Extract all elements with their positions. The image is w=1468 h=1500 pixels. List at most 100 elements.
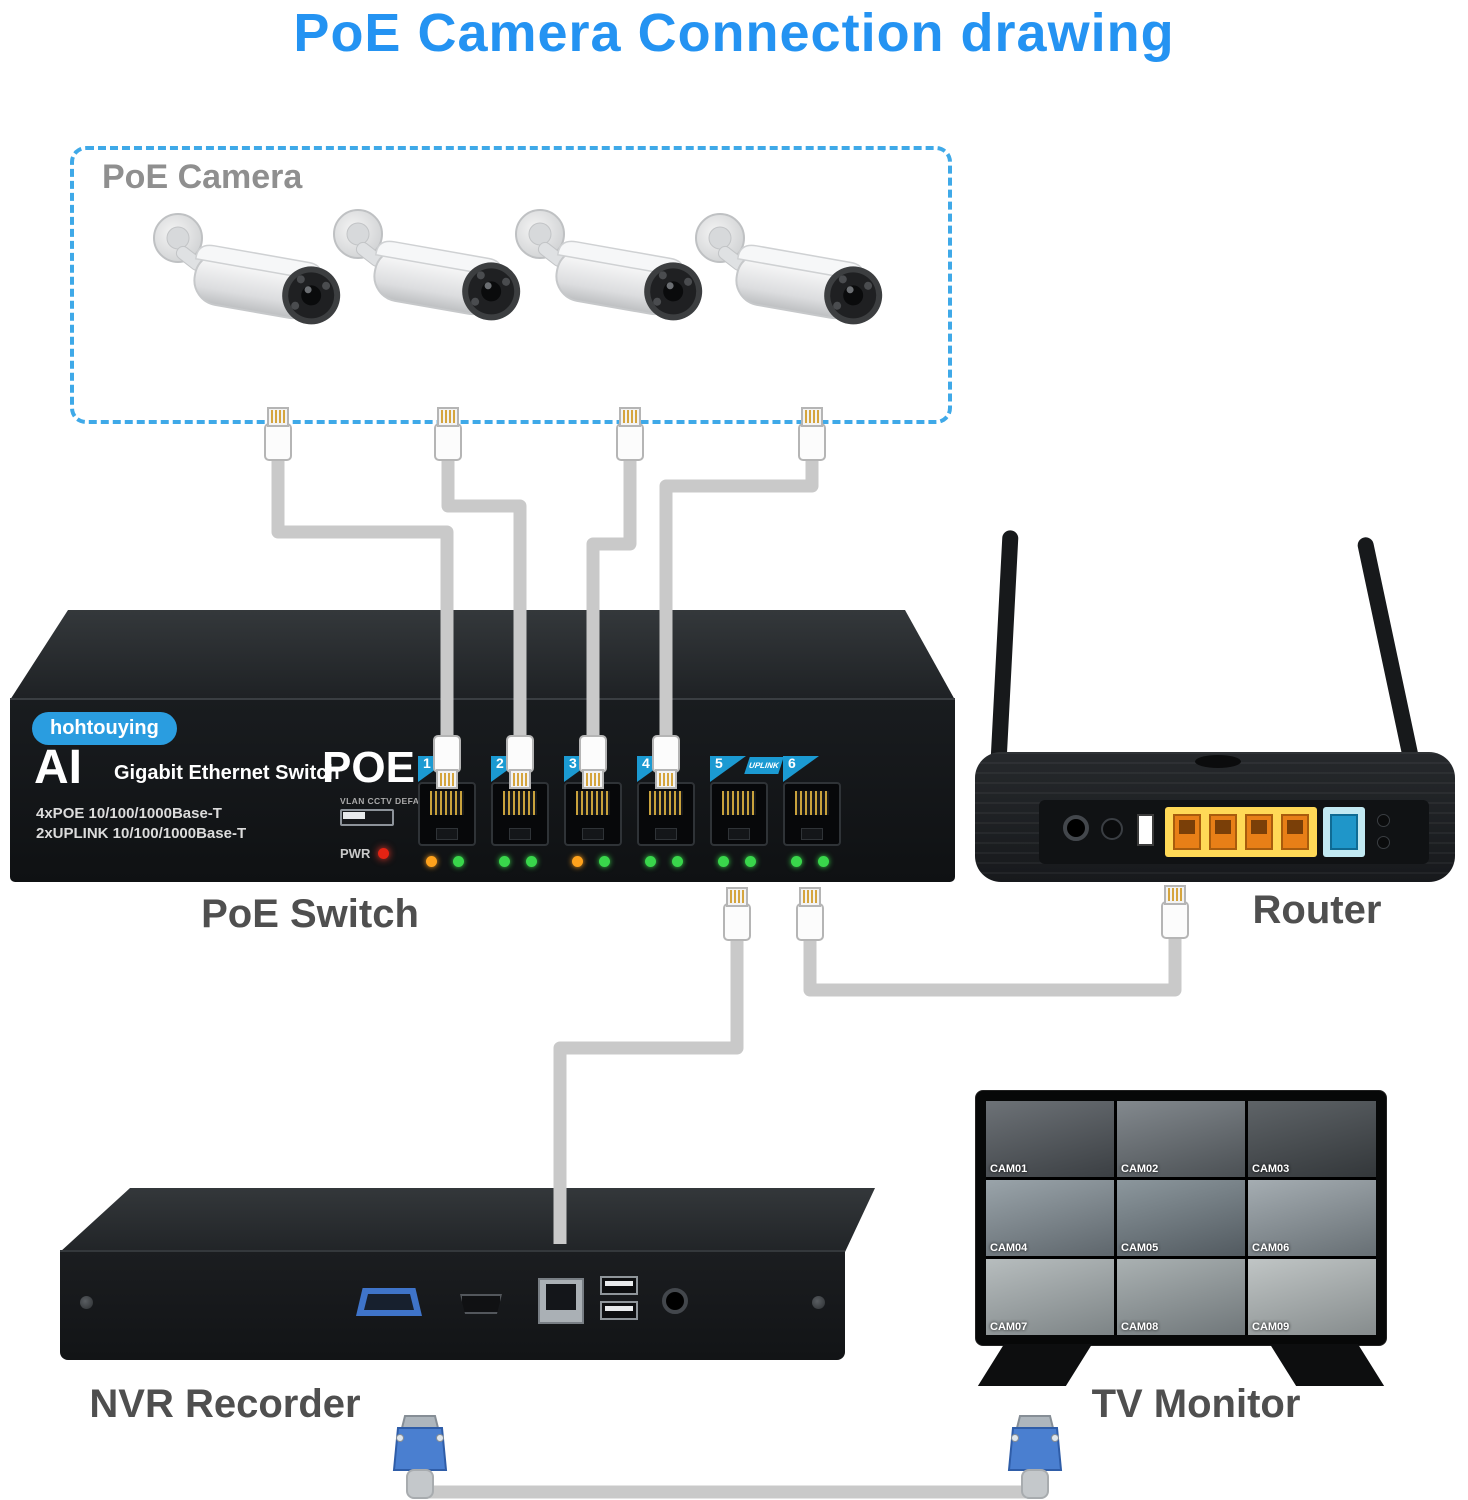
- rj45-jack: [491, 782, 549, 846]
- vga-cable: [413, 1470, 1042, 1499]
- router-antenna-left: [990, 529, 1019, 773]
- switch-name-ai: AI: [34, 741, 82, 794]
- rj45-connector: [723, 887, 751, 941]
- camera-tile: CAM01: [986, 1101, 1114, 1177]
- power-indicator: PWR: [340, 846, 390, 861]
- camera-tile-label: CAM04: [990, 1242, 1028, 1254]
- ethernet-port-1: 1: [418, 754, 476, 872]
- nvr-caption: NVR Recorder: [89, 1382, 361, 1426]
- ethernet-port-6: 6: [783, 754, 841, 872]
- rj45-jack: [418, 782, 476, 846]
- router-wan-port: [1330, 814, 1358, 850]
- camera-tile-label: CAM07: [990, 1321, 1028, 1333]
- camera-tile-label: CAM05: [1121, 1242, 1159, 1254]
- screw-icon: [80, 1296, 93, 1309]
- router: [960, 520, 1468, 890]
- tv-stand-foot: [1269, 1344, 1385, 1386]
- nvr-rear-panel: [60, 1250, 845, 1360]
- switch-specs: 4xPOE 10/100/1000Base-T 2xUPLINK 10/100/…: [36, 804, 246, 844]
- tv-stand-foot: [977, 1344, 1093, 1386]
- port-leds: [791, 856, 829, 867]
- camera-tile-label: CAM03: [1252, 1163, 1290, 1175]
- port-leds: [426, 856, 464, 867]
- nvr-power-jack: [662, 1288, 688, 1314]
- rj45-connector: [796, 887, 824, 941]
- port-leds: [499, 856, 537, 867]
- port-number-flag: 3: [564, 756, 600, 782]
- poe-switch-top-face: [10, 610, 955, 700]
- tv-frame: CAM01 CAM02 CAM03 CAM04 CAM05 CAM06 CAM0…: [975, 1090, 1387, 1346]
- spec-line-2: 2xUPLINK 10/100/1000Base-T: [36, 825, 247, 842]
- router-usb-port: [1137, 814, 1154, 846]
- spec-line-1: 4xPOE 10/100/1000Base-T: [36, 805, 222, 822]
- switch-name-type: Gigabit Ethernet Switch: [114, 762, 340, 784]
- camera-tile: CAM04: [986, 1180, 1114, 1256]
- router-rear-panel: [1039, 800, 1429, 864]
- router-lan-port-2: [1209, 814, 1237, 850]
- ethernet-port-2: 2: [491, 754, 549, 872]
- router-lan-port-3: [1245, 814, 1273, 850]
- nvr-recorder: [55, 1186, 877, 1364]
- port-number-flag: 2: [491, 756, 527, 782]
- poe-switch-front-panel: hohtouying AI Gigabit Ethernet Switch PO…: [10, 698, 955, 882]
- camera-tile: CAM05: [1117, 1180, 1245, 1256]
- screw-icon: [812, 1296, 825, 1309]
- switch-name-poe: POE: [322, 743, 415, 792]
- rj45-connector: [1161, 885, 1189, 939]
- port-leds: [572, 856, 610, 867]
- port-leds: [718, 856, 756, 867]
- camera-tile-label: CAM02: [1121, 1163, 1159, 1175]
- camera-tile-label: CAM08: [1121, 1321, 1159, 1333]
- camera-tile: CAM03: [1248, 1101, 1376, 1177]
- uplink-label: UPLINK: [744, 757, 784, 774]
- camera-tile: CAM06: [1248, 1180, 1376, 1256]
- status-led: [599, 856, 610, 867]
- ethernet-port-5: 5: [710, 754, 768, 872]
- nvr-lan-port: [538, 1278, 584, 1324]
- port-leds: [645, 856, 683, 867]
- router-body: [975, 752, 1455, 882]
- tv-screen: CAM01 CAM02 CAM03 CAM04 CAM05 CAM06 CAM0…: [986, 1101, 1376, 1335]
- status-led: [791, 856, 802, 867]
- status-led: [745, 856, 756, 867]
- router-lan-port-1: [1173, 814, 1201, 850]
- poe-camera-group-label: PoE Camera: [102, 158, 303, 196]
- port-number-flag: 4: [637, 756, 673, 782]
- status-led: [672, 856, 683, 867]
- ethernet-port-4: 4: [637, 754, 695, 872]
- router-lan-block: [1165, 807, 1317, 857]
- poe-switch: hohtouying AI Gigabit Ethernet Switch PO…: [8, 610, 958, 882]
- nvr-top-face: [60, 1188, 875, 1252]
- rj45-jack: [710, 782, 768, 846]
- status-led: [453, 856, 464, 867]
- router-antenna-right: [1356, 535, 1424, 784]
- port-number-flag: 5: [710, 756, 746, 782]
- rj45-jack: [564, 782, 622, 846]
- status-led: [645, 856, 656, 867]
- camera-tile: CAM07: [986, 1259, 1114, 1335]
- rj45-jack: [783, 782, 841, 846]
- camera-tile: CAM09: [1248, 1259, 1376, 1335]
- status-led: [426, 856, 437, 867]
- vga-connector: [1008, 1415, 1062, 1499]
- status-led: [572, 856, 583, 867]
- status-led: [499, 856, 510, 867]
- poe-camera-group-box: PoE Camera: [70, 146, 952, 424]
- camera-tile-label: CAM09: [1252, 1321, 1290, 1333]
- port-number-flag: 6: [783, 756, 819, 782]
- router-wan-block: [1323, 807, 1365, 857]
- router-caption: Router: [1252, 888, 1382, 932]
- tv-monitor: CAM01 CAM02 CAM03 CAM04 CAM05 CAM06 CAM0…: [975, 1090, 1390, 1390]
- router-reset-buttons: [1377, 814, 1390, 849]
- page-title: PoE Camera Connection drawing: [293, 3, 1175, 63]
- router-power-jack: [1063, 815, 1089, 841]
- status-led: [818, 856, 829, 867]
- camera-tile: CAM08: [1117, 1259, 1245, 1335]
- nvr-vga-port: [356, 1288, 422, 1316]
- ethernet-cable-router: [803, 934, 1182, 997]
- nvr-usb-ports: [600, 1276, 638, 1320]
- router-vent: [1195, 755, 1241, 768]
- camera-tile: CAM02: [1117, 1101, 1245, 1177]
- status-led: [718, 856, 729, 867]
